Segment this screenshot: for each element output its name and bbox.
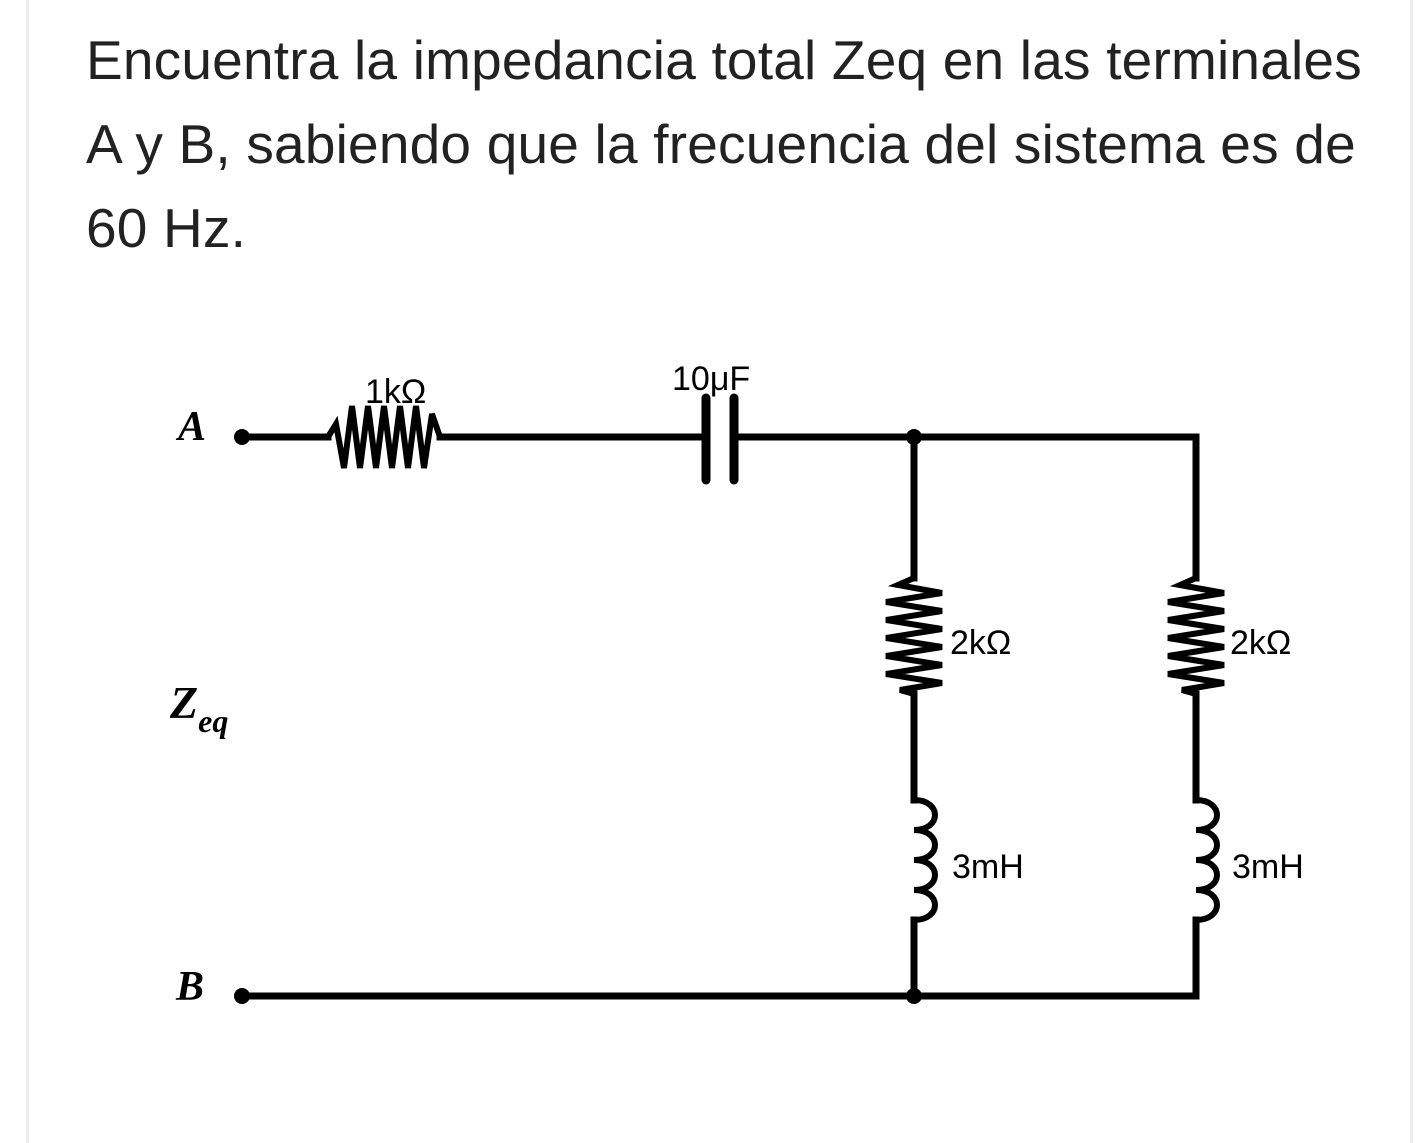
branch2-inductor-label: 3mH xyxy=(1232,848,1304,886)
branch1-resistor-label: 2kΩ xyxy=(950,624,1011,662)
left-border xyxy=(26,0,29,1143)
branch1-inductor-label: 3mH xyxy=(952,848,1024,886)
zeq-subscript: eq xyxy=(198,703,228,739)
zeq-main: Z xyxy=(169,677,198,728)
question-text: Encuentra la impedancia total Zeq en las… xyxy=(86,29,1362,259)
resistor-icon xyxy=(325,405,443,469)
inductor-icon xyxy=(913,797,938,923)
resistor-icon xyxy=(885,575,943,697)
zeq-label: Zeq xyxy=(169,677,228,739)
branch2-resistor-label: 2kΩ xyxy=(1230,624,1291,662)
series-resistor-label: 1kΩ xyxy=(365,373,426,411)
right-border xyxy=(1410,0,1413,1143)
terminal-a-label: A xyxy=(175,404,206,450)
resistor-icon xyxy=(1167,575,1225,697)
inductor-icon xyxy=(1195,797,1220,923)
capacitor-label: 10μF xyxy=(672,360,750,398)
terminal-b-label: B xyxy=(175,964,204,1010)
